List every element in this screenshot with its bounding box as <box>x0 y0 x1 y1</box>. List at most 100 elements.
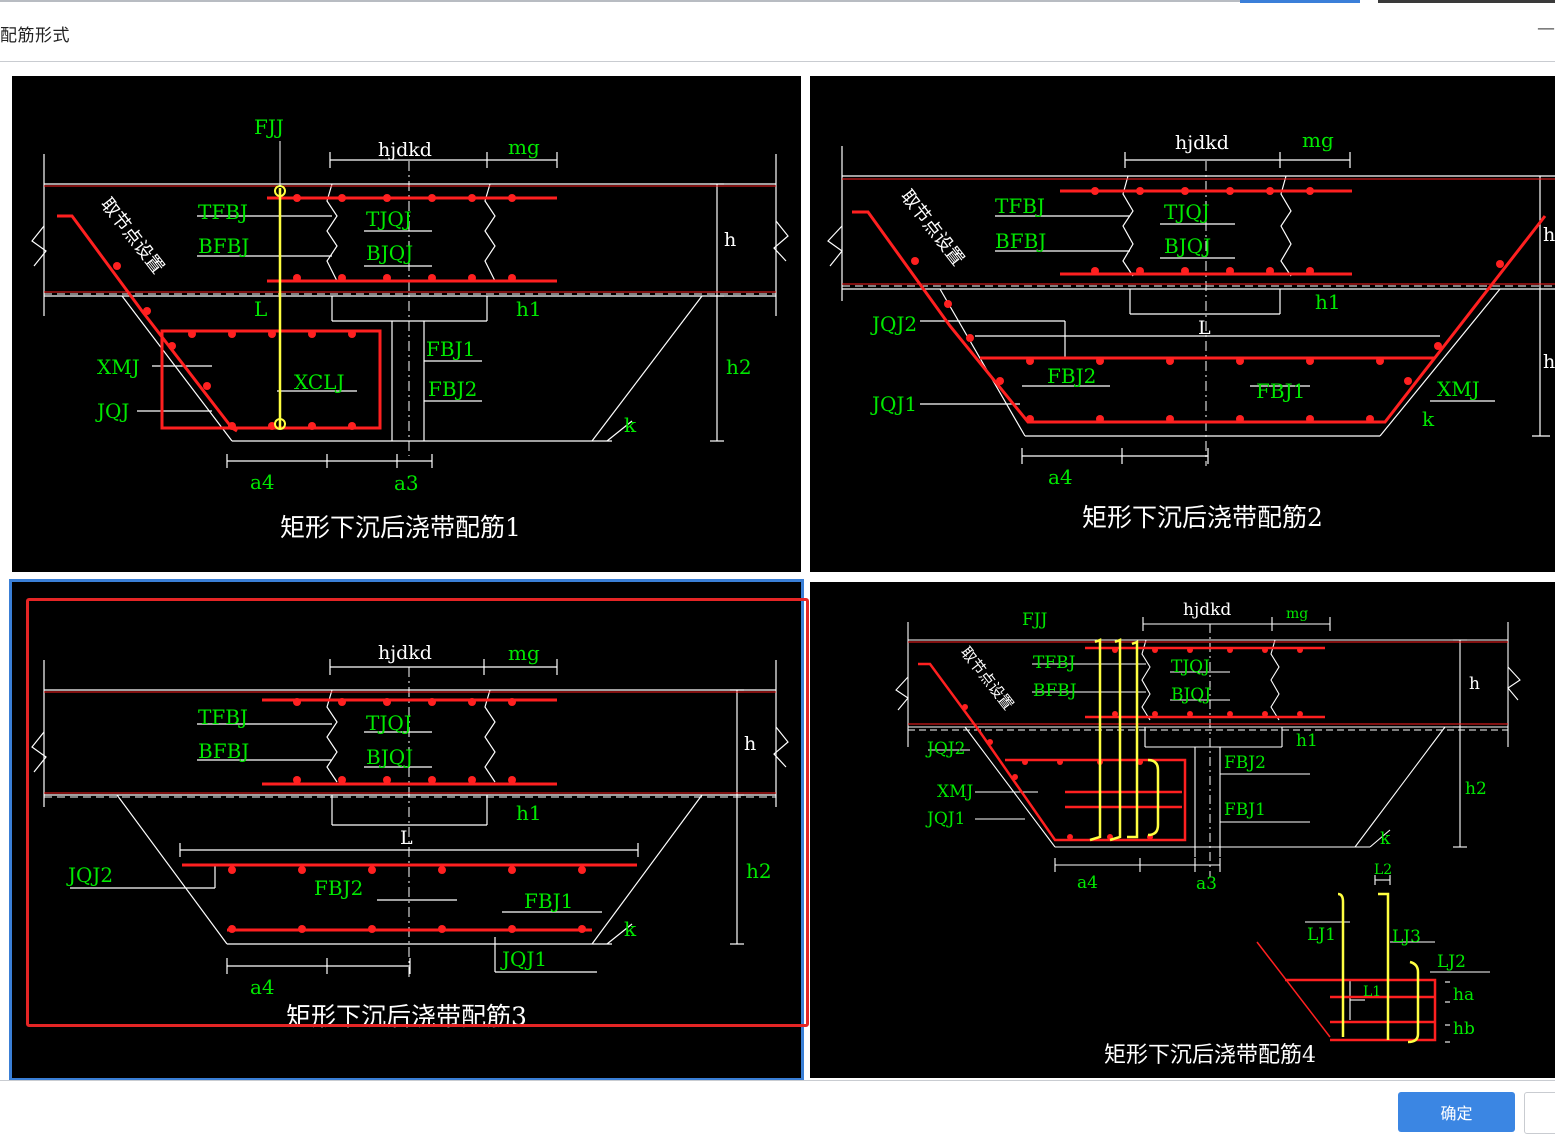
label-FBJ1: FBJ1 <box>1224 800 1266 820</box>
panel-4-drawing: FJJ mg TFBJ BFBJ TJQJ BJQJ h1 h2 JQJ2 XM… <box>895 600 1521 1068</box>
label-a4: a4 <box>1048 465 1073 489</box>
label-TJQJ: TJQJ <box>1171 657 1210 677</box>
label-BJQJ: BJQJ <box>366 241 413 265</box>
label-TJQJ: TJQJ <box>366 711 412 735</box>
option-panel-2[interactable]: mg TFBJ BFBJ TJQJ BJQJ h1 JQJ2 JQJ1 FBJ2… <box>810 76 1555 572</box>
label-a3: a3 <box>394 471 419 495</box>
label-h: h <box>744 733 756 755</box>
confirm-button[interactable]: 确定 <box>1398 1092 1515 1132</box>
label-h: h <box>724 229 736 251</box>
dialog-title: 配筋形式 <box>0 26 70 46</box>
label-h2: h2 <box>726 355 752 379</box>
label-JQJ2: JQJ2 <box>66 863 113 887</box>
label-h2: h <box>1543 351 1555 373</box>
label-JQJ: JQJ <box>95 399 129 423</box>
label-node-setting: 取节点设置 <box>957 643 1017 713</box>
option-panel-4[interactable]: FJJ mg TFBJ BFBJ TJQJ BJQJ h1 h2 JQJ2 XM… <box>810 582 1555 1078</box>
label-FJJ: FJJ <box>1022 610 1048 630</box>
option-panel-1[interactable]: FJJ mg TFBJ BFBJ TJQJ BJQJ h1 h2 L FBJ1 … <box>12 76 801 572</box>
label-L: L <box>254 297 267 321</box>
label-JQJ2: JQJ2 <box>925 739 965 759</box>
label-BFBJ: BFBJ <box>198 739 249 763</box>
label-h: h <box>1469 674 1480 694</box>
label-L1: L1 <box>1363 984 1381 1000</box>
label-LJ1: LJ1 <box>1307 925 1336 945</box>
top-strip-dark <box>1378 0 1555 3</box>
label-hjdkd: hjdkd <box>1183 600 1231 620</box>
panel-2-caption: 矩形下沉后浇带配筋2 <box>1082 503 1323 532</box>
dialog-footer <box>0 1080 1555 1129</box>
minimize-icon[interactable]: — <box>1537 18 1555 39</box>
label-LJ2: LJ2 <box>1437 952 1466 972</box>
label-FBJ2: FBJ2 <box>428 377 477 401</box>
top-strip <box>0 0 1555 3</box>
label-k: k <box>1380 829 1391 849</box>
label-h1: h1 <box>1296 731 1318 751</box>
label-FBJ1: FBJ1 <box>524 889 573 913</box>
label-a4: a4 <box>1077 873 1098 893</box>
label-k: k <box>624 917 637 941</box>
label-FJJ: FJJ <box>254 115 284 139</box>
dialog-titlebar: 配筋形式 — <box>0 3 1555 62</box>
label-TJQJ: TJQJ <box>1164 200 1210 224</box>
label-hjdkd: hjdkd <box>378 642 432 664</box>
label-XCLJ: XCLJ <box>294 370 345 394</box>
label-L2: L2 <box>1374 862 1392 878</box>
label-h1: h1 <box>516 801 542 825</box>
panel-1-caption: 矩形下沉后浇带配筋1 <box>280 513 521 542</box>
label-h2: h2 <box>746 859 772 883</box>
label-TJQJ: TJQJ <box>366 207 412 231</box>
label-XMJ: XMJ <box>937 782 974 802</box>
label-L: L <box>400 827 413 849</box>
label-BJQJ: BJQJ <box>366 745 413 769</box>
label-FBJ2: FBJ2 <box>1224 753 1266 773</box>
label-a4: a4 <box>250 975 275 999</box>
label-XMJ: XMJ <box>97 355 140 379</box>
panel-3-drawing: mg TFBJ BFBJ TJQJ BJQJ h1 h2 JQJ2 FBJ2 F… <box>31 641 789 1031</box>
label-BFBJ: BFBJ <box>995 229 1046 253</box>
top-strip-line <box>0 0 1240 2</box>
label-XMJ: XMJ <box>1437 377 1480 401</box>
label-FBJ2: FBJ2 <box>314 876 363 900</box>
label-mg: mg <box>1302 128 1334 152</box>
label-hjdkd: hjdkd <box>1175 132 1229 154</box>
label-h: h <box>1543 224 1555 246</box>
label-mg: mg <box>508 135 540 159</box>
label-a3: a3 <box>1196 874 1217 894</box>
label-BFBJ: BFBJ <box>1033 681 1077 701</box>
label-FBJ2: FBJ2 <box>1047 364 1096 388</box>
label-BJQJ: BJQJ <box>1171 685 1211 705</box>
label-FBJ1: FBJ1 <box>1256 379 1305 403</box>
label-FBJ1: FBJ1 <box>426 337 475 361</box>
label-JQJ1: JQJ1 <box>925 809 965 829</box>
label-BFBJ: BFBJ <box>198 234 249 258</box>
label-JQJ1: JQJ1 <box>870 392 917 416</box>
label-h1: h1 <box>1315 290 1341 314</box>
label-TFBJ: TFBJ <box>1033 653 1076 673</box>
label-k: k <box>624 413 637 437</box>
option-panel-3-selected[interactable]: mg TFBJ BFBJ TJQJ BJQJ h1 h2 JQJ2 FBJ2 F… <box>9 579 804 1081</box>
label-k: k <box>1422 407 1435 431</box>
label-h2: h2 <box>1465 779 1487 799</box>
label-TFBJ: TFBJ <box>995 194 1045 218</box>
label-hb: hb <box>1453 1019 1475 1039</box>
label-TFBJ: TFBJ <box>198 200 248 224</box>
panel-4-caption: 矩形下沉后浇带配筋4 <box>1104 1043 1316 1068</box>
label-mg: mg <box>508 641 540 665</box>
label-h1: h1 <box>516 297 542 321</box>
panel-3-caption: 矩形下沉后浇带配筋3 <box>286 1002 527 1031</box>
label-L: L <box>1198 317 1211 339</box>
panel-1-drawing: FJJ mg TFBJ BFBJ TJQJ BJQJ h1 h2 L FBJ1 … <box>31 115 789 542</box>
label-ha: ha <box>1453 985 1474 1005</box>
label-LJ3: LJ3 <box>1392 927 1421 947</box>
label-node-setting: 取节点设置 <box>896 186 968 270</box>
label-a4: a4 <box>250 470 275 494</box>
label-JQJ1: JQJ1 <box>500 947 547 971</box>
label-mg: mg <box>1286 606 1308 622</box>
label-BJQJ: BJQJ <box>1164 234 1211 258</box>
panel-2-drawing: mg TFBJ BFBJ TJQJ BJQJ h1 JQJ2 JQJ1 FBJ2… <box>827 128 1555 532</box>
top-strip-accent <box>1240 0 1360 3</box>
label-hjdkd: hjdkd <box>378 139 432 161</box>
label-JQJ2: JQJ2 <box>870 312 917 336</box>
label-TFBJ: TFBJ <box>198 705 248 729</box>
